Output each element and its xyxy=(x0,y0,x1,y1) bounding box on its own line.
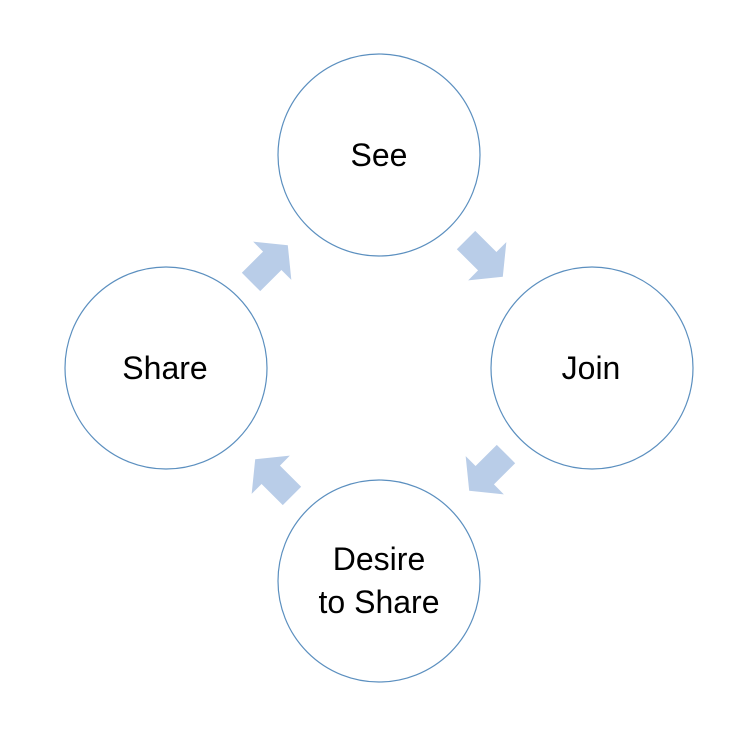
node-desire-to-share-circle xyxy=(277,479,481,683)
node-join-circle xyxy=(490,266,694,470)
node-share-label: Share xyxy=(122,350,207,386)
node-join-label: Join xyxy=(562,350,621,386)
node-see: See xyxy=(277,53,481,257)
node-share-circle xyxy=(64,266,268,470)
node-desire-to-share-label-line-2: to Share xyxy=(319,584,440,620)
arrow-see-to-join xyxy=(456,230,507,281)
node-join: Join xyxy=(490,266,694,470)
arrow-join-to-desire xyxy=(465,444,516,495)
node-see-circle xyxy=(277,53,481,257)
node-see-label: See xyxy=(351,137,408,173)
node-desire-to-share: Desire to Share xyxy=(277,479,481,683)
node-desire-to-share-label-line-1: Desire xyxy=(333,541,425,577)
arrow-share-to-see xyxy=(241,241,292,292)
arrow-desire-to-share xyxy=(251,455,302,506)
node-share: Share xyxy=(64,266,268,470)
